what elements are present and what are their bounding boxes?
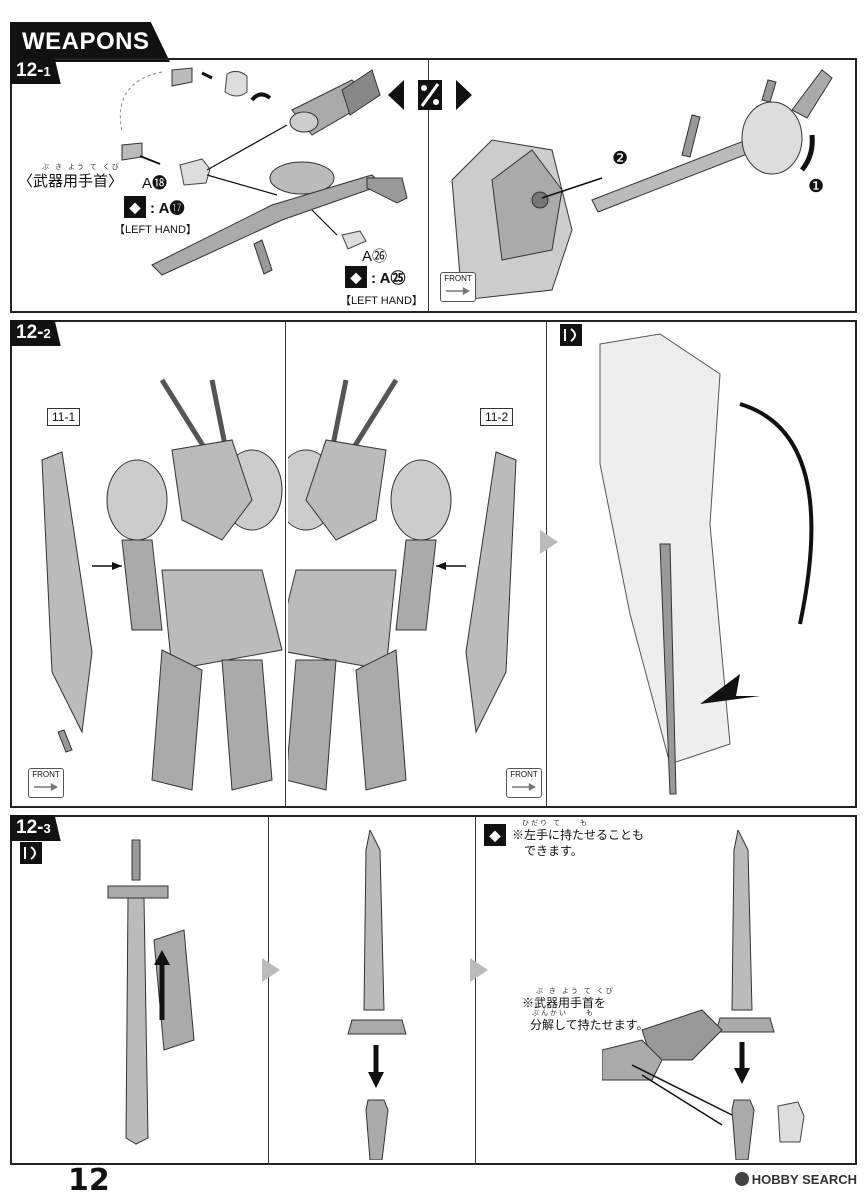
part-a25-label: : A㉕ bbox=[371, 270, 406, 287]
mirror-icon: ◆ bbox=[124, 196, 146, 218]
sub-step-label-left: 11-1 bbox=[47, 408, 81, 426]
sub-step-label-right: 11-2 bbox=[480, 408, 514, 426]
panel-12-3 bbox=[10, 815, 857, 1165]
hobby-search-logo-icon bbox=[734, 1172, 749, 1186]
panel-divider bbox=[546, 320, 547, 808]
note2-line1: ※武器用手首を bbox=[522, 996, 607, 1010]
swap-arrows-icon bbox=[388, 80, 472, 110]
part-a17-label: : A⓱ bbox=[150, 200, 185, 217]
robot-left-illustration bbox=[41, 378, 283, 791]
note2-furigana-1: ぶ き よう て くび bbox=[536, 988, 615, 995]
panel-divider bbox=[285, 320, 286, 808]
note1-line2: できます。 bbox=[524, 844, 583, 858]
wrist-label: 〈武器用手首〉 bbox=[18, 173, 124, 190]
note1-line1: ※左手に持たせることも bbox=[512, 828, 645, 842]
note2-furigana-2: ぶんかい も bbox=[532, 1010, 595, 1017]
front-indicator: FRONT bbox=[440, 272, 476, 302]
sword-hand-illustration bbox=[602, 830, 805, 1160]
step-badge-12-1: 12-1 bbox=[10, 58, 61, 84]
note1-furigana: ひだり て も bbox=[522, 820, 589, 827]
panel-12-1 bbox=[10, 58, 857, 313]
front-indicator: FRONT bbox=[28, 768, 64, 798]
part-a26-label: A㉖ bbox=[362, 248, 388, 265]
gun-attach-illustration bbox=[451, 69, 833, 301]
left-hand-label-1: 【LEFT HAND】 bbox=[114, 224, 197, 236]
mirror-icon: ◆ bbox=[345, 266, 367, 288]
wrist-label-furigana: ぶ き よう て くび bbox=[42, 164, 121, 171]
section-title: WEAPONS bbox=[22, 28, 150, 55]
panel-12-2 bbox=[10, 320, 857, 808]
robot-right-illustration bbox=[288, 378, 517, 791]
step-badge-2: ❷ bbox=[612, 148, 629, 168]
next-step-arrow bbox=[540, 530, 558, 554]
panel-divider bbox=[475, 815, 476, 1165]
next-step-arrow bbox=[470, 958, 488, 982]
next-step-arrow bbox=[262, 958, 280, 982]
watermark: HOBBY SEARCH bbox=[734, 1172, 857, 1187]
panel-divider bbox=[428, 58, 429, 313]
sword-hilt-illustration bbox=[347, 830, 407, 1160]
part-a18-label: A⓲ bbox=[142, 175, 168, 192]
step-badge-12-2: 12-2 bbox=[10, 320, 61, 346]
section-header: WEAPONS bbox=[10, 22, 170, 62]
page-number: 12 bbox=[68, 1163, 110, 1198]
left-hand-label-2: 【LEFT HAND】 bbox=[340, 295, 423, 307]
note2-line2: 分解して持たせます。 bbox=[530, 1018, 649, 1032]
step-badge-1: ❶ bbox=[808, 176, 825, 196]
step-badge-12-3: 12-3 bbox=[10, 815, 61, 841]
gun-assembly-illustration bbox=[119, 67, 408, 276]
sword-sheath-illustration bbox=[20, 839, 195, 1145]
mirror-icon: ◆ bbox=[484, 824, 506, 846]
front-indicator: FRONT bbox=[506, 768, 542, 798]
side-view-illustration bbox=[560, 324, 814, 795]
panel-divider bbox=[268, 815, 269, 1165]
